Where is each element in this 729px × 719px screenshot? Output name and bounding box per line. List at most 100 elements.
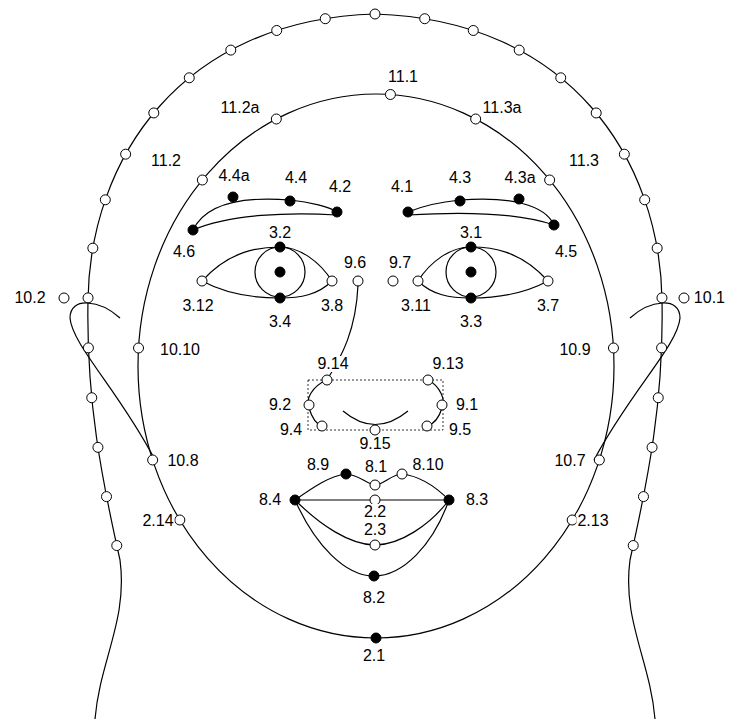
feature-point (148, 455, 158, 465)
callout-number: 11.3 (568, 153, 600, 169)
feature-point (275, 267, 285, 277)
callout-number: 11.2a (220, 100, 261, 116)
feature-point (175, 515, 185, 525)
callout-number: 11.2 (150, 153, 182, 169)
feature-point (100, 195, 110, 205)
feature-point (134, 343, 144, 353)
feature-point (327, 276, 337, 286)
callout-number: 3.7 (536, 298, 560, 314)
feature-point (647, 442, 657, 452)
feature-point (437, 400, 447, 410)
ear (594, 303, 680, 460)
callout-number: 4.2 (328, 179, 352, 195)
callout-number: 10.9 (558, 342, 591, 358)
callout-number: 9.13 (431, 356, 464, 372)
callout-number: 4.4 (284, 170, 308, 186)
eyebrow (193, 214, 337, 230)
callout-number: 9.4 (279, 422, 303, 438)
callout-number: 8.1 (364, 459, 388, 475)
feature-point (628, 541, 638, 551)
feature-point (543, 276, 553, 286)
feature-point (385, 90, 395, 100)
callout-number: 4.6 (172, 244, 196, 260)
feature-point (102, 492, 112, 502)
callout-number: 11.3a (482, 100, 523, 116)
feature-point (466, 293, 476, 303)
callout-number: 2.14 (141, 513, 174, 529)
feature-point (608, 343, 618, 353)
feature-point (594, 455, 604, 465)
feature-point (466, 267, 476, 277)
feature-point (226, 45, 236, 55)
feature-point (466, 242, 476, 252)
feature-point (423, 375, 433, 385)
head-outline (88, 14, 662, 719)
callout-number: 4.4a (217, 168, 250, 184)
callout-number: 8.2 (362, 590, 386, 606)
feature-point (59, 293, 69, 303)
feature-point (468, 25, 478, 35)
feature-point (455, 196, 465, 206)
feature-point (83, 293, 93, 303)
feature-point (370, 540, 380, 550)
drawing-part (59, 9, 689, 643)
callout-number: 9.5 (448, 422, 472, 438)
feature-point (619, 149, 629, 159)
feature-point (370, 425, 380, 435)
feature-point (272, 25, 282, 35)
feature-point (87, 393, 97, 403)
feature-point (285, 196, 295, 206)
callout-number: 4.1 (390, 179, 414, 195)
callout-number: 4.3 (448, 170, 472, 186)
callout-number: 4.5 (554, 244, 578, 260)
feature-point (112, 541, 122, 551)
feature-point (444, 495, 454, 505)
callout-number: 9.15 (358, 436, 391, 452)
callout-number: 4.3a (503, 170, 536, 186)
lower-lip-outer (295, 500, 449, 576)
ear (70, 303, 155, 460)
callout-number: 2.2 (363, 504, 387, 520)
feature-point (640, 195, 650, 205)
callout-number: 2.1 (362, 648, 386, 664)
callout-number: 3.2 (268, 225, 292, 241)
callout-number: 2.13 (576, 513, 609, 529)
feature-point (197, 175, 207, 185)
drawing-part (70, 14, 680, 719)
callout-number: 9.7 (388, 255, 412, 271)
callout-number: 8.10 (411, 457, 444, 473)
iris (255, 247, 305, 297)
eye (202, 247, 332, 298)
callout-number: 9.6 (343, 255, 367, 271)
callout-number: 11.1 (387, 69, 419, 85)
feature-point (322, 375, 332, 385)
feature-point (388, 276, 398, 286)
callout-number: 3.8 (320, 298, 344, 314)
feature-point (591, 108, 601, 118)
feature-point (370, 480, 380, 490)
feature-point (657, 343, 667, 353)
feature-point (188, 225, 198, 235)
feature-point (371, 633, 381, 643)
callout-number: 8.3 (465, 492, 489, 508)
feature-point (514, 194, 524, 204)
feature-point (320, 14, 330, 24)
feature-point (413, 276, 423, 286)
callout-number: 10.2 (13, 290, 46, 306)
callout-number: 3.11 (400, 298, 432, 314)
feature-point (83, 343, 93, 353)
callout-number: 2.3 (363, 522, 387, 538)
feature-point (370, 9, 380, 19)
feature-point (275, 242, 285, 252)
feature-point (556, 73, 566, 83)
feature-point (149, 108, 159, 118)
feature-point (403, 207, 413, 217)
callout-number: 3.3 (459, 314, 483, 330)
eyebrow (408, 213, 554, 225)
feature-point (657, 293, 667, 303)
feature-point (652, 243, 662, 253)
callout-number: 8.9 (306, 457, 330, 473)
